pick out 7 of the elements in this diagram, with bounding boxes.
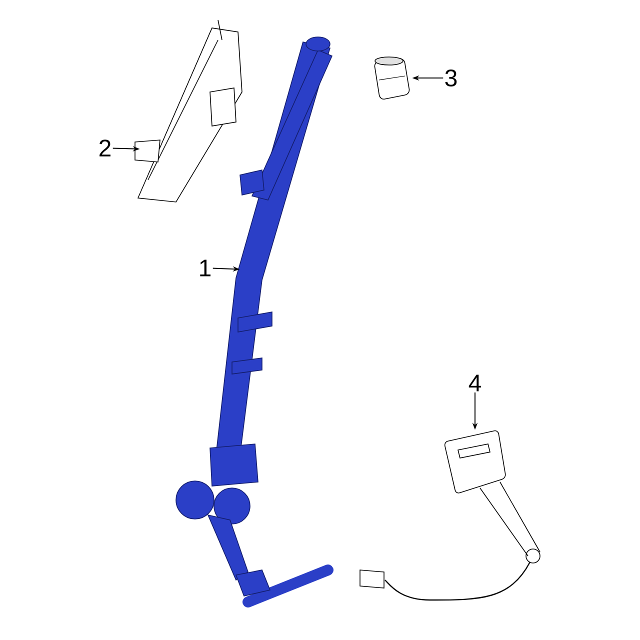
callout-number: 1 [200, 260, 210, 276]
callout-number: 2 [100, 140, 110, 156]
trim-panel-drawing [134, 20, 242, 202]
callout-number: 3 [445, 70, 457, 86]
callout-number: 4 [468, 374, 481, 392]
cap-drawing [374, 56, 410, 100]
buckle-drawing [360, 430, 540, 601]
